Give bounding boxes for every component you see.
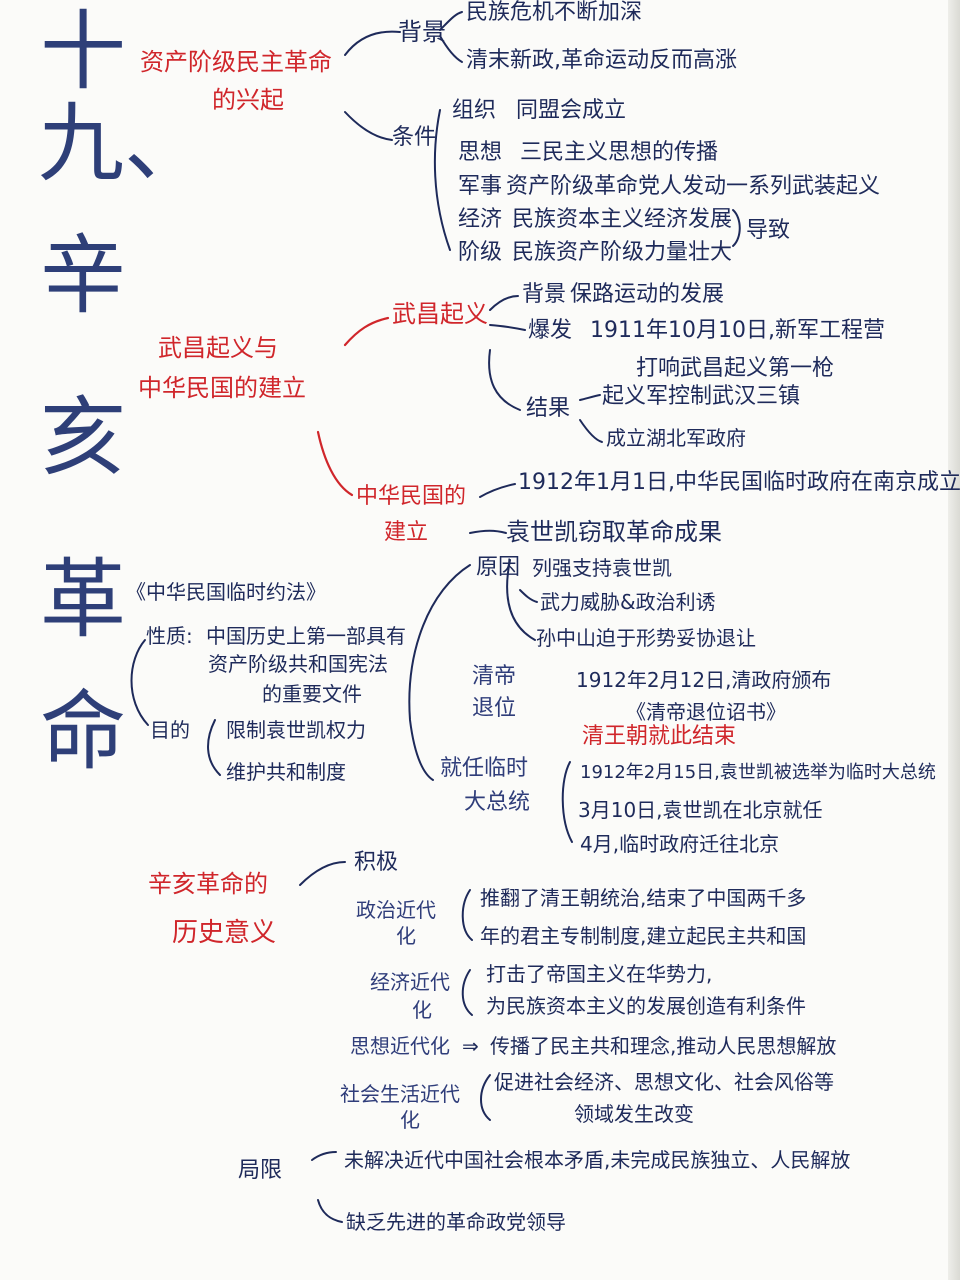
background-item: 清末新政,革命运动反而高涨 [466, 48, 737, 73]
condition-text: 同盟会成立 [516, 98, 627, 123]
ideological-arrow: ⇒ [462, 1034, 479, 1058]
roc-label-line1: 中华民国的 [356, 484, 467, 509]
chapter-title: 十 九、 辛 亥 革 命 [38, 2, 210, 783]
nature-line: 资产阶级共和国宪法 [208, 652, 388, 676]
nature-line: 中国历史上第一部具有 [206, 624, 406, 648]
social-line: 领域发生改变 [574, 1102, 694, 1126]
title-char: 命 [40, 682, 126, 783]
outbreak-key: 爆发 [528, 318, 573, 343]
constitution-title: 《中华民国临时约法》 [126, 580, 326, 604]
roc-label-line2: 建立 [384, 520, 429, 545]
political-label-line2: 化 [396, 924, 416, 948]
abdication-label-line2: 退位 [472, 696, 517, 721]
abdication-line: 1912年2月12日,清政府颁布 [576, 668, 832, 692]
wuchang-label: 武昌起义 [392, 300, 488, 328]
abdication-line: 《清帝退位诏书》 [626, 700, 786, 724]
economic-label-line1: 经济近代 [370, 970, 450, 994]
inauguration-item: 3月10日,袁世凯在北京就任 [578, 798, 823, 822]
economic-line: 为民族资本主义的发展创造有利条件 [486, 994, 806, 1018]
yuan-seizes: 袁世凯窃取革命成果 [506, 518, 722, 546]
wuchang-background-key: 背景 [522, 282, 567, 307]
condition-key: 组织 [452, 98, 497, 123]
purpose-label: 目的 [150, 718, 190, 742]
outbreak-line: 1911年10月10日,新军工程营 [590, 318, 885, 343]
section2-topic-line1: 武昌起义与 [158, 334, 278, 362]
positive-label: 积极 [354, 850, 399, 875]
result-item: 起义军控制武汉三镇 [602, 384, 801, 409]
section2-topic-line2: 中华民国的建立 [138, 374, 306, 402]
reason-item: 孙中山迫于形势妥协退让 [536, 626, 756, 650]
result-item: 成立湖北军政府 [606, 426, 746, 450]
title-char: 辛 [40, 226, 126, 327]
political-line: 年的君主专制制度,建立起民主共和国 [480, 924, 807, 948]
inauguration-item: 1912年2月15日,袁世凯被选举为临时大总统 [580, 762, 936, 783]
section3-topic-line1: 辛亥革命的 [148, 870, 268, 898]
purpose-item: 维护共和制度 [226, 760, 346, 784]
abdication-label-line1: 清帝 [472, 664, 517, 689]
political-line: 推翻了清王朝统治,结束了中国两千多 [480, 886, 807, 910]
economic-line: 打击了帝国主义在华势力, [486, 962, 713, 986]
condition-text: 三民主义思想的传播 [520, 140, 719, 165]
section1-topic-line1: 资产阶级民主革命 [140, 48, 332, 76]
reason-item: 列强支持袁世凯 [532, 556, 672, 580]
section3-topic-line2: 历史意义 [172, 918, 277, 948]
condition-key: 阶级 [458, 240, 503, 265]
roc-event: 1912年1月1日,中华民国临时政府在南京成立 [518, 470, 960, 495]
reason-label: 原因 [476, 555, 521, 580]
ideological-text: 传播了民主共和理念,推动人民思想解放 [490, 1034, 837, 1058]
title-char: 九、 [38, 94, 210, 195]
condition-key: 思想 [458, 140, 503, 165]
conditions-note: 导致 [746, 218, 791, 243]
inauguration-item: 4月,临时政府迁往北京 [580, 832, 780, 856]
limitation-label: 局限 [238, 1158, 283, 1183]
background-label: 背景 [398, 18, 446, 46]
title-char: 亥 [40, 388, 126, 489]
wuchang-background-text: 保路运动的发展 [570, 282, 725, 307]
condition-text: 民族资产阶级力量壮大 [512, 240, 733, 265]
limitation-item: 未解决近代中国社会根本矛盾,未完成民族独立、人民解放 [344, 1148, 851, 1172]
condition-key: 经济 [458, 207, 503, 232]
paper-edge [948, 0, 960, 1280]
conditions-label: 条件 [392, 125, 437, 150]
condition-text: 资产阶级革命党人发动一系列武装起义 [506, 174, 881, 199]
outbreak-line: 打响武昌起义第一枪 [636, 356, 835, 381]
reason-item: 武力威胁&政治利诱 [540, 590, 716, 614]
condition-text: 民族资本主义经济发展 [512, 207, 733, 232]
limitation-item: 缺乏先进的革命政党领导 [346, 1210, 566, 1234]
condition-key: 军事 [458, 174, 503, 199]
purpose-item: 限制袁世凯权力 [226, 718, 366, 742]
section1-topic-line2: 的兴起 [212, 86, 284, 114]
nature-line: 的重要文件 [262, 682, 362, 706]
title-char: 十 [40, 2, 126, 102]
inauguration-label-line2: 大总统 [464, 790, 531, 815]
political-label-line1: 政治近代 [356, 898, 436, 922]
social-label-line2: 化 [400, 1108, 420, 1132]
result-label: 结果 [526, 396, 571, 421]
economic-label-line2: 化 [412, 998, 432, 1022]
nature-label: 性质: [146, 624, 193, 648]
social-label-line1: 社会生活近代 [340, 1082, 460, 1106]
social-line: 促进社会经济、思想文化、社会风俗等 [494, 1070, 834, 1094]
qing-dynasty-ends: 清王朝就此结束 [582, 724, 737, 749]
background-item: 民族危机不断加深 [466, 0, 643, 25]
title-char: 革 [40, 550, 126, 651]
ideological-label: 思想近代化 [350, 1034, 450, 1058]
inauguration-label-line1: 就任临时 [440, 756, 529, 781]
